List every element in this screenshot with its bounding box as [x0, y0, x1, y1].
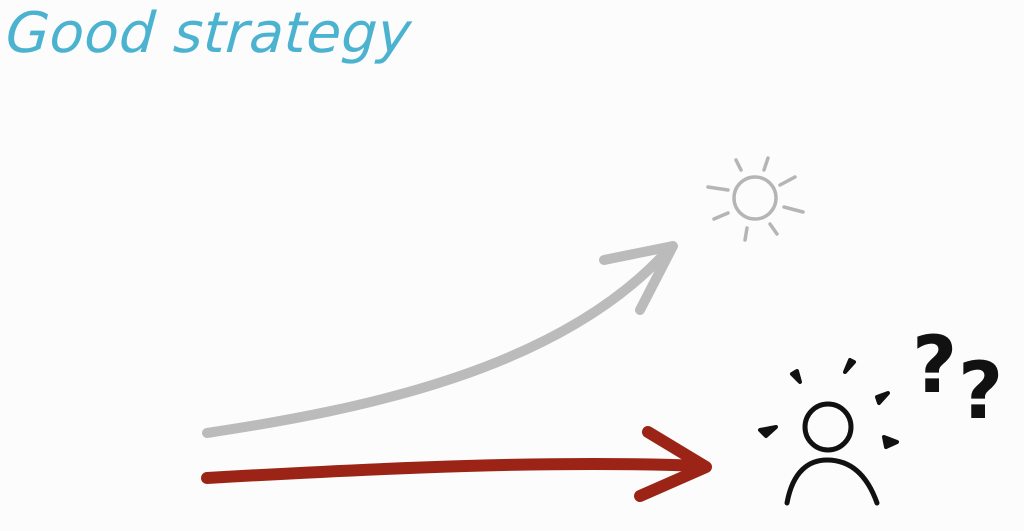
actual-path-arrowhead	[634, 426, 712, 502]
actual-path-arrow	[201, 426, 712, 502]
question-mark: ?	[912, 321, 957, 411]
sun-disc	[732, 175, 778, 221]
person-body	[784, 457, 880, 506]
surprise-mark	[758, 425, 778, 438]
actual-path-shaft	[201, 457, 706, 484]
ideal-path-arrow	[202, 241, 678, 438]
question-marks-icon: ? ?	[912, 321, 1003, 437]
surprise-mark	[790, 369, 802, 384]
ideal-path-arrowhead	[599, 241, 678, 315]
person-head	[802, 401, 854, 453]
surprise-mark	[843, 358, 856, 374]
sun-icon	[706, 156, 805, 242]
surprise-mark	[882, 435, 899, 449]
surprise-mark	[875, 391, 890, 405]
confused-person-icon	[758, 358, 899, 506]
ideal-path-shaft	[202, 245, 673, 438]
question-mark: ?	[958, 347, 1003, 437]
